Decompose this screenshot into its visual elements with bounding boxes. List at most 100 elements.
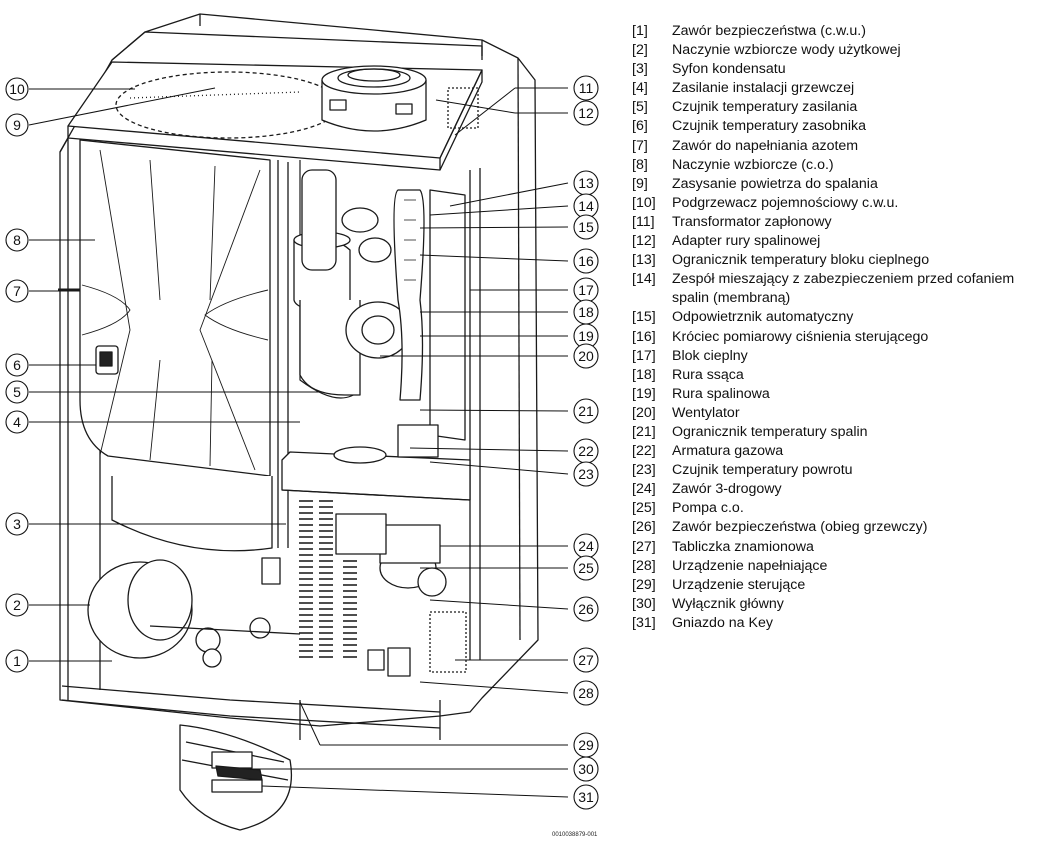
legend-number: [28] (632, 557, 656, 574)
legend-item: [28] Urządzenie napełniające (632, 557, 1032, 576)
legend-number: [1] (632, 23, 648, 39)
callout-label-7: 7 (13, 283, 21, 299)
legend-text: Zawór bezpieczeństwa (c.w.u.) (672, 23, 866, 39)
callout-circle (573, 647, 599, 673)
legend-text: Ogranicznik temperatury spalin (672, 423, 868, 440)
legend-number: [23] (632, 462, 656, 479)
legend-item: [20]Wentylator (632, 404, 1032, 423)
legend-item: [2] Naczynie wzbiorcze wody użytkowej (632, 41, 1032, 60)
legend-text: Zawór bezpieczeństwa (obieg grzewczy) (672, 519, 928, 536)
callout-circle (5, 113, 29, 137)
callout-circle (5, 649, 29, 673)
legend-number: [7] (632, 137, 648, 154)
legend-item: [11]Transformator zapłonowy (632, 213, 1032, 232)
callout-circle (5, 593, 29, 617)
legend-text: Czujnik temperatury zasilania (672, 99, 858, 116)
legend-item: [17] Blok cieplny (632, 347, 1032, 366)
legend-number: [18] (632, 366, 656, 383)
legend-text: Urządzenie napełniające (672, 557, 828, 574)
legend-number: [25] (632, 500, 656, 517)
legend-item: [6]Czujnik temperatury zasobnika (632, 117, 1032, 136)
gas-valve-drawing (397, 424, 439, 458)
legend-text: Wentylator (672, 404, 740, 421)
legend-text: Blok cieplny (672, 347, 748, 364)
callout-circle (573, 100, 599, 126)
legend-item: [4]Zasilanie instalacji grzewczej (632, 79, 1032, 98)
legend-item: [29]Urządzenie sterujące (632, 576, 1032, 595)
legend-number: [19] (632, 385, 656, 402)
callout-label-14: 14 (578, 198, 594, 214)
legend-item: [22]Armatura gazowa (632, 442, 1032, 461)
legend-number: [31] (632, 614, 656, 631)
callout-circle (573, 680, 599, 706)
legend-text: Zawór do napełniania azotem (672, 137, 859, 154)
legend-item: [14]Zespół mieszający z zabezpieczeniem … (632, 270, 1032, 308)
storage-cylinder (111, 476, 273, 552)
callout-circle (5, 512, 29, 536)
legend-item: [26] Zawór bezpieczeństwa (obieg grzewczy… (632, 518, 1032, 537)
legend-text: Zawór 3-drogowy (672, 481, 782, 498)
callout-circle (5, 228, 29, 252)
legend-number: [2] (632, 42, 648, 59)
legend-item: [5] Czujnik temperatury zasilania (632, 98, 1032, 117)
callout-label-5: 5 (13, 384, 21, 400)
callout-circle (573, 248, 599, 274)
legend-item: [16]Króciec pomiarowy ciśnienia sterując… (632, 328, 1032, 347)
callout-label-30: 30 (578, 761, 594, 777)
legend-item: [30] Wyłącznik główny (632, 595, 1032, 614)
callout-label-13: 13 (578, 175, 594, 191)
callout-label-4: 4 (13, 414, 21, 430)
legend-number: [10] (632, 194, 656, 211)
flue-gas-pipe (299, 300, 361, 396)
callout-label-3: 3 (13, 516, 21, 532)
legend-number: [30] (632, 595, 656, 612)
callout-label-25: 25 (578, 560, 594, 576)
legend-item: [13]Ogranicznik temperatury bloku ciepln… (632, 251, 1032, 270)
legend-text: Rura spalinowa (672, 385, 770, 402)
callout-label-6: 6 (13, 357, 21, 373)
legend-text: Zasysanie powietrza do spalania (672, 175, 878, 192)
callout-label-22: 22 (578, 443, 594, 459)
legend-text: Króciec pomiarowy ciśnienia sterującego (672, 328, 929, 345)
rating-plate-area (429, 611, 467, 673)
legend-item: [7] Zawór do napełniania azotem (632, 137, 1032, 156)
callout-circle (573, 343, 599, 369)
legend-item: [12]Adapter rury spalinowej (632, 232, 1032, 251)
flue-adapter-drawing (321, 65, 427, 132)
callout-label-16: 16 (578, 253, 594, 269)
callout-circle (5, 353, 29, 377)
legend-text: Podgrzewacz pojemnościowy c.w.u. (672, 194, 899, 211)
legend-item: [3]Syfon kondensatu (632, 60, 1032, 79)
callout-circle (573, 398, 599, 424)
legend-item: [18]Rura ssąca (632, 366, 1032, 385)
callout-label-28: 28 (578, 685, 594, 701)
legend-number: [5] (632, 99, 648, 116)
legend-text: Zasilanie instalacji grzewczej (672, 80, 855, 97)
legend-number: [29] (632, 576, 656, 593)
callout-label-29: 29 (578, 737, 594, 753)
legend-text: Naczynie wzbiorcze wody użytkowej (672, 42, 901, 59)
legend-number: [15] (632, 309, 656, 326)
legend-item: [31] Gniazdo na Key (632, 614, 1032, 633)
legend-text: Transformator zapłonowy (672, 213, 832, 230)
legend-number: [26] (632, 519, 656, 536)
legend-item: [15]Odpowietrznik automatyczny (632, 308, 1032, 327)
legend-item: [27]Tabliczka znamionowa (632, 538, 1032, 557)
legend-text: Gniazdo na Key (672, 614, 773, 631)
callout-label-27: 27 (578, 652, 594, 668)
callout-label-8: 8 (13, 232, 21, 248)
legend-item: [23]Czujnik temperatury powrotu (632, 461, 1032, 480)
legend-number: [3] (632, 61, 648, 78)
callout-circle (5, 77, 29, 101)
callout-circle (573, 784, 599, 810)
legend-text: Naczynie wzbiorcze (c.o.) (672, 156, 834, 173)
callout-label-10: 10 (9, 81, 25, 97)
key-socket-drawing (211, 779, 263, 793)
callout-circle (5, 279, 29, 303)
callout-label-31: 31 (578, 789, 594, 805)
legend-text: Wyłącznik główny (672, 595, 784, 612)
legend-item: [9]Zasysanie powietrza do spalania (632, 175, 1032, 194)
legend-item: [25] Pompa c.o. (632, 499, 1032, 518)
legend-text: Pompa c.o. (672, 500, 744, 517)
legend-number: [17] (632, 347, 656, 364)
